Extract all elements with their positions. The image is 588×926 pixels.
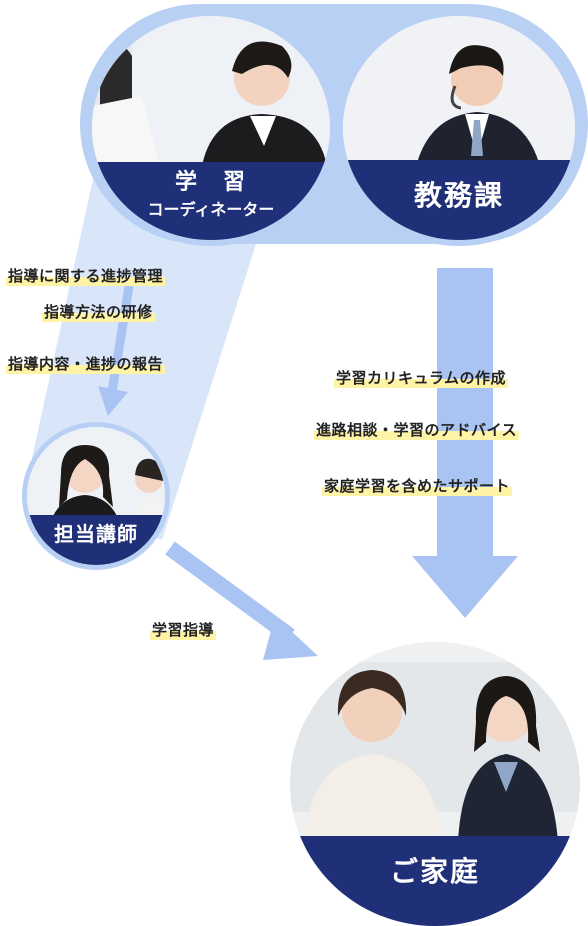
- label-coord-to-tanto-2: 指導方法の研修: [42, 302, 155, 322]
- label-tanto-to-coord: 指導内容・進捗の報告: [6, 354, 166, 374]
- kyomuka-to-katei-arrow: [412, 268, 518, 618]
- katei-node: ご家庭: [290, 642, 580, 926]
- label-kyomu-1: 学習カリキュラムの作成: [334, 368, 509, 388]
- kyomuka-label-band: 教務課: [343, 160, 575, 240]
- kyomuka-node: 教務課: [337, 10, 581, 246]
- tanto-label-band: 担当講師: [27, 515, 165, 565]
- katei-label: ご家庭: [389, 855, 480, 888]
- coordinator-label-band: 学 習 コーディネーター: [92, 162, 330, 240]
- tanto-label: 担当講師: [54, 522, 138, 546]
- label-coord-to-tanto-1: 指導に関する進捗管理: [6, 266, 166, 286]
- coordinator-label-line1: 学 習: [174, 170, 247, 195]
- label-tanto-to-katei: 学習指導: [150, 620, 217, 640]
- coordinator-node: 学 習 コーディネーター: [86, 10, 336, 246]
- label-kyomu-2: 進路相談・学習のアドバイス: [314, 420, 520, 440]
- kyomuka-label: 教務課: [413, 179, 504, 212]
- katei-label-band: ご家庭: [290, 836, 580, 926]
- label-kyomu-3: 家庭学習を含めたサポート: [322, 476, 513, 496]
- tanto-node: 担当講師: [22, 422, 170, 570]
- coordinator-label-line2: コーディネーター: [147, 200, 275, 219]
